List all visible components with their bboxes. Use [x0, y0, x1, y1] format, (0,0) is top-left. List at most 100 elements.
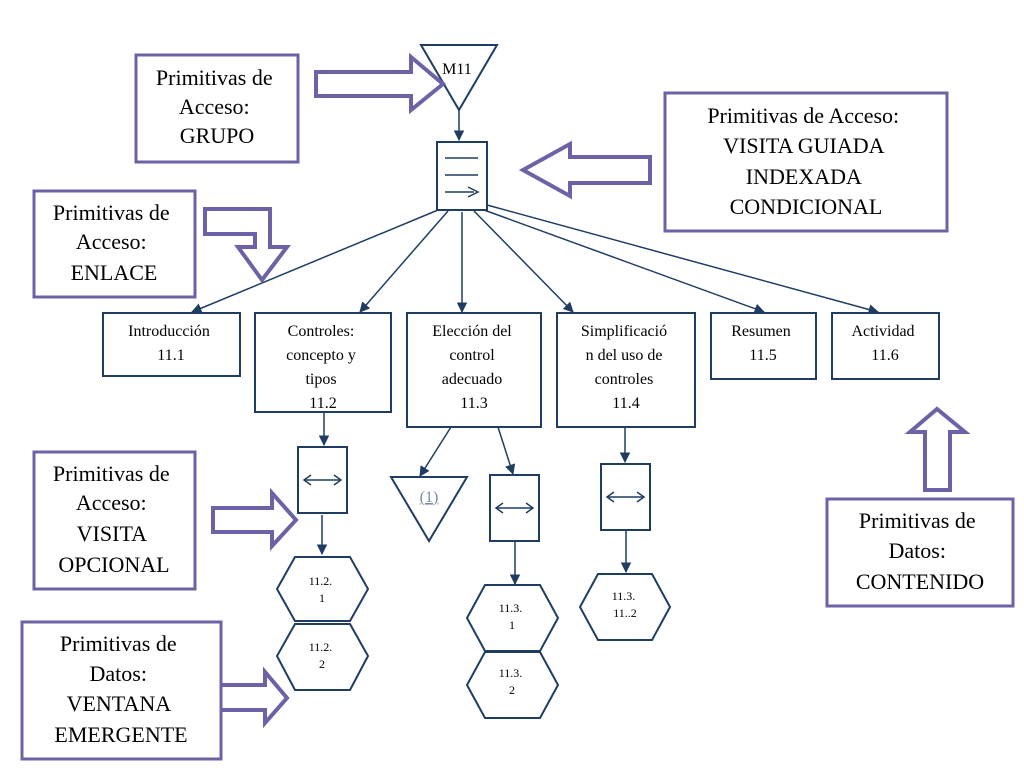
arrow-right-icon: [213, 666, 290, 729]
callout-line: Primitivas de: [60, 631, 177, 656]
double-arrow-icon: [297, 446, 348, 514]
node-line: Resumen: [731, 323, 791, 340]
callout-arrows: [203, 52, 971, 729]
hexagon-line: 11.3.: [499, 666, 523, 680]
link-triangle-label[interactable]: (1): [420, 489, 439, 506]
node-line: 11.4: [612, 395, 639, 412]
callout-contenido: Primitivas de Datos: CONTENIDO: [825, 497, 1015, 608]
svg-text:Introducción 11.1: Introducción 11.1: [128, 323, 214, 364]
hexagon-node: 11.2. 2: [275, 623, 370, 691]
hexagon-line: 11.2.: [309, 574, 333, 588]
callout-line: Primitivas de: [156, 65, 273, 90]
node-resumen: Resumen 11.5: [710, 312, 817, 380]
connector-menu-to-n6: [486, 204, 880, 315]
connector-menu-to-n2: [359, 210, 449, 313]
node-controles: Controles: concepto y tipos 11.2: [254, 312, 392, 413]
svg-text:Primitivas de Acceso:: Primitivas de Acceso: ENLACE: [53, 200, 175, 285]
node-eleccion: Elección del control adecuado 11.3: [406, 312, 542, 428]
callout-line: VENTANA: [67, 691, 172, 716]
svg-text:Primitivas de Acceso:: Primitivas de Acceso: VISITA OPCIONAL: [53, 461, 175, 577]
svg-text:Simplificació n del uso: Simplificació n del uso de controles 11.…: [581, 323, 671, 412]
node-line: concepto y: [286, 347, 356, 364]
node-line: 11.2: [309, 395, 336, 412]
arrow-left-icon: [518, 140, 652, 200]
callout-enlace: Primitivas de Acceso: ENLACE: [32, 189, 197, 299]
callout-line: Primitivas de Acceso:: [707, 103, 899, 128]
callout-line: OPCIONAL: [58, 552, 169, 577]
node-line: Introducción: [128, 323, 210, 340]
node-line: controles: [595, 371, 654, 388]
node-line: 11.6: [871, 347, 898, 364]
svg-text:Actividad 11.6: Actividad 11.6: [851, 323, 918, 364]
node-line: adecuado: [442, 371, 502, 388]
svg-text:11.2. 2: 11.2. 2: [309, 640, 336, 671]
node-line: Controles:: [288, 323, 355, 340]
node-line: control: [449, 347, 495, 364]
arrow-bent-down-icon: [203, 207, 292, 284]
hexagon-line: 2: [509, 683, 515, 697]
callout-line: CONTENIDO: [856, 569, 984, 594]
svg-text:Elección del control: Elección del control adecuado 11.3: [432, 323, 516, 412]
node-line: 11.5: [749, 347, 776, 364]
hexagon-line: 11.3.: [612, 589, 636, 603]
node-simplificacion: Simplificació n del uso de controles 11.…: [556, 312, 696, 428]
root-triangle: M11: [419, 44, 499, 112]
callout-line: Acceso:: [179, 94, 250, 119]
node-introduccion: Introducción 11.1: [102, 312, 241, 377]
callout-line: VISITA GUIADA: [723, 133, 885, 158]
connector-n3-to-seq: [497, 426, 516, 476]
hexagon-line: 11.3.: [499, 601, 523, 615]
arrow-right-icon: [314, 52, 447, 115]
callout-line: Datos:: [889, 538, 946, 563]
node-line: 11.1: [157, 347, 184, 364]
callout-line: Primitivas de: [53, 461, 170, 486]
node-line: Actividad: [851, 323, 914, 340]
callout-visita-guiada: Primitivas de Acceso: VISITA GUIADA INDE…: [663, 91, 949, 233]
svg-text:11.2. 1: 11.2. 1: [309, 574, 336, 605]
hexagon-node: 11.3. 11..2: [578, 573, 672, 641]
link-triangle[interactable]: (1): [389, 476, 469, 543]
connector-menu-to-n5: [483, 209, 765, 314]
connector-menu-to-n1: [191, 209, 439, 314]
node-line: n del uso de: [586, 347, 663, 364]
callout-line: EMERGENTE: [54, 722, 187, 747]
callout-line: INDEXADA: [746, 164, 862, 189]
callout-grupo: Primitivas de Acceso: GRUPO: [134, 53, 300, 164]
connectors: [191, 110, 880, 586]
svg-text:Primitivas de Acceso: VI: Primitivas de Acceso: VISITA GUIADA INDE…: [707, 103, 904, 219]
hexagon-line: 1: [509, 618, 515, 632]
svg-text:Primitivas de Datos:: Primitivas de Datos: CONTENIDO: [856, 508, 984, 594]
node-line: tipos: [305, 371, 336, 388]
hexagon-node: 11.2. 1: [275, 556, 370, 622]
hexagon-line: 1: [319, 591, 325, 605]
node-actividad: Actividad 11.6: [831, 312, 940, 380]
callout-line: Datos:: [90, 661, 147, 686]
connector-n3-to-triangle: [419, 426, 452, 477]
hexagon-line: 11..2: [613, 606, 637, 620]
callout-line: GRUPO: [180, 123, 255, 148]
hexagon-node: 11.3. 1: [465, 584, 560, 652]
callout-line: Acceso:: [76, 490, 147, 515]
svg-text:Primitivas de Datos:: Primitivas de Datos: VENTANA EMERGENTE: [54, 631, 187, 747]
arrow-right-icon: [211, 487, 299, 552]
menu-list-icon: [436, 141, 488, 211]
callout-line: CONDICIONAL: [730, 194, 883, 219]
svg-text:11.3. 1: 11.3. 1: [499, 601, 526, 632]
callout-line: ENLACE: [71, 260, 158, 285]
double-arrow-icon: [489, 474, 540, 542]
callout-visita-opcional: Primitivas de Acceso: VISITA OPCIONAL: [32, 450, 197, 591]
callout-line: Acceso:: [76, 229, 147, 254]
node-line: 11.3: [460, 395, 487, 412]
callout-ventana-emergente: Primitivas de Datos: VENTANA EMERGENTE: [20, 620, 223, 761]
hexagon-node: 11.3. 2: [465, 651, 560, 719]
hexagon-line: 2: [319, 657, 325, 671]
callout-line: VISITA: [77, 521, 147, 546]
callout-line: Primitivas de: [859, 508, 976, 533]
connector-menu-to-n4: [473, 210, 574, 313]
double-arrow-icon: [600, 463, 651, 531]
callout-line: Primitivas de: [53, 200, 170, 225]
hexagon-line: 11.2.: [309, 640, 333, 654]
svg-text:Primitivas de Acceso:: Primitivas de Acceso: GRUPO: [156, 65, 278, 148]
svg-text:Controles: concepto y: Controles: concepto y tipos 11.2: [286, 323, 360, 412]
